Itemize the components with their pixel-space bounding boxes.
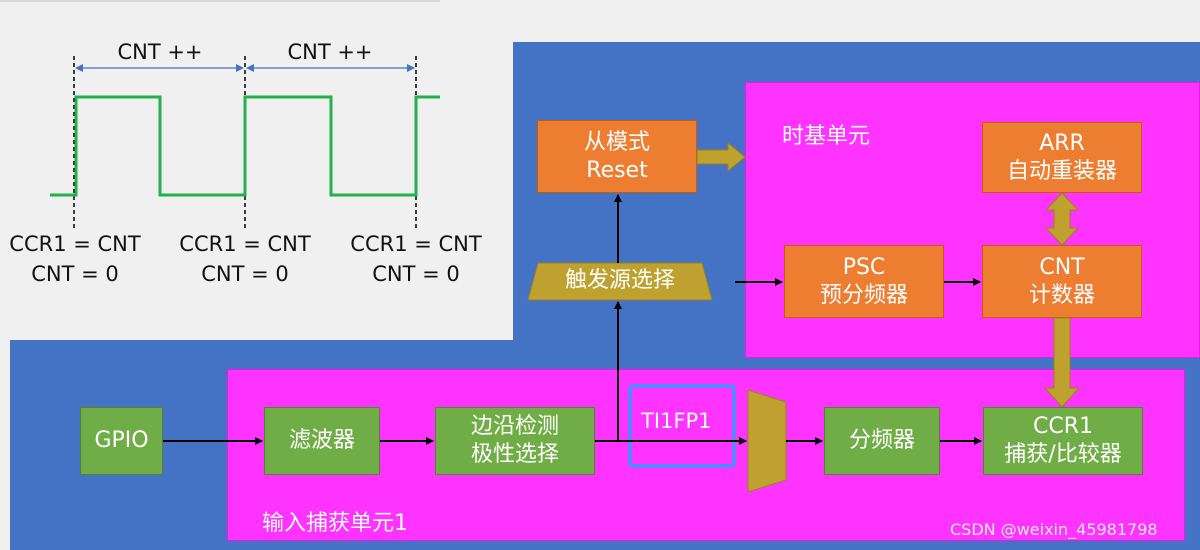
cnt-line1: CNT [1039, 254, 1085, 280]
arr-block: ARR 自动重装器 [982, 122, 1142, 193]
ccr1-line1: CCR1 [1032, 414, 1093, 439]
slave-mode-line1: 从模式 [583, 129, 650, 155]
cnt-increment-label-1: CNT ++ [117, 40, 203, 64]
reset-label-2-line2: CNT = 0 [201, 262, 289, 286]
reset-label-3: CCR1 = CNT CNT = 0 [341, 229, 491, 289]
reset-label-1-line1: CCR1 = CNT [9, 232, 141, 256]
filter-label: 滤波器 [288, 428, 355, 453]
slave-to-timebase-arrow [696, 141, 746, 173]
slave-mode-line2: Reset [586, 157, 648, 183]
reset-label-2-line1: CCR1 = CNT [179, 232, 311, 256]
trigger-select-label: 触发源选择 [564, 268, 675, 293]
cnt-block: CNT 计数器 [982, 245, 1142, 318]
arr-line1: ARR [1039, 130, 1085, 156]
divider-block: 分频器 [824, 407, 940, 475]
gpio-block: GPIO [80, 407, 163, 475]
reset-label-1: CCR1 = CNT CNT = 0 [0, 229, 150, 289]
reset-label-2: CCR1 = CNT CNT = 0 [170, 229, 320, 289]
psc-line2: 预分频器 [819, 282, 908, 308]
psc-block: PSC 预分频器 [784, 245, 944, 318]
psc-line1: PSC [842, 254, 886, 280]
divider-label: 分频器 [848, 428, 915, 453]
cnt-line2: 计数器 [1028, 282, 1095, 308]
cnt-increment-label-2: CNT ++ [287, 40, 373, 64]
ti1fp1-label: TI1FP1 [641, 409, 712, 433]
trigger-select-shape [527, 262, 713, 301]
top-edge-strip [0, 0, 440, 2]
input-capture-title: 输入捕获单元1 [262, 511, 408, 536]
cnt-to-ccr1-arrow [1043, 317, 1081, 408]
square-wave-signal [50, 95, 440, 197]
arr-line2: 自动重装器 [1006, 158, 1117, 184]
reset-label-3-line1: CCR1 = CNT [350, 232, 482, 256]
ccr1-block: CCR1 捕获/比较器 [983, 407, 1143, 475]
ti1fp1-highlight-box [628, 384, 736, 468]
filter-block: 滤波器 [264, 407, 380, 475]
mux-shape [747, 389, 787, 493]
timebase-title: 时基单元 [782, 124, 871, 149]
arr-cnt-double-arrow [1044, 192, 1080, 246]
watermark: CSDN @weixin_45981798 [950, 520, 1158, 539]
ccr1-line2: 捕获/比较器 [1004, 442, 1122, 467]
reset-label-1-line2: CNT = 0 [31, 262, 119, 286]
edge-detect-block: 边沿检测 极性选择 [435, 407, 595, 475]
gpio-label: GPIO [94, 428, 149, 453]
reset-label-3-line2: CNT = 0 [372, 262, 460, 286]
edge-line2: 极性选择 [470, 442, 559, 467]
edge-line1: 边沿检测 [470, 414, 559, 439]
